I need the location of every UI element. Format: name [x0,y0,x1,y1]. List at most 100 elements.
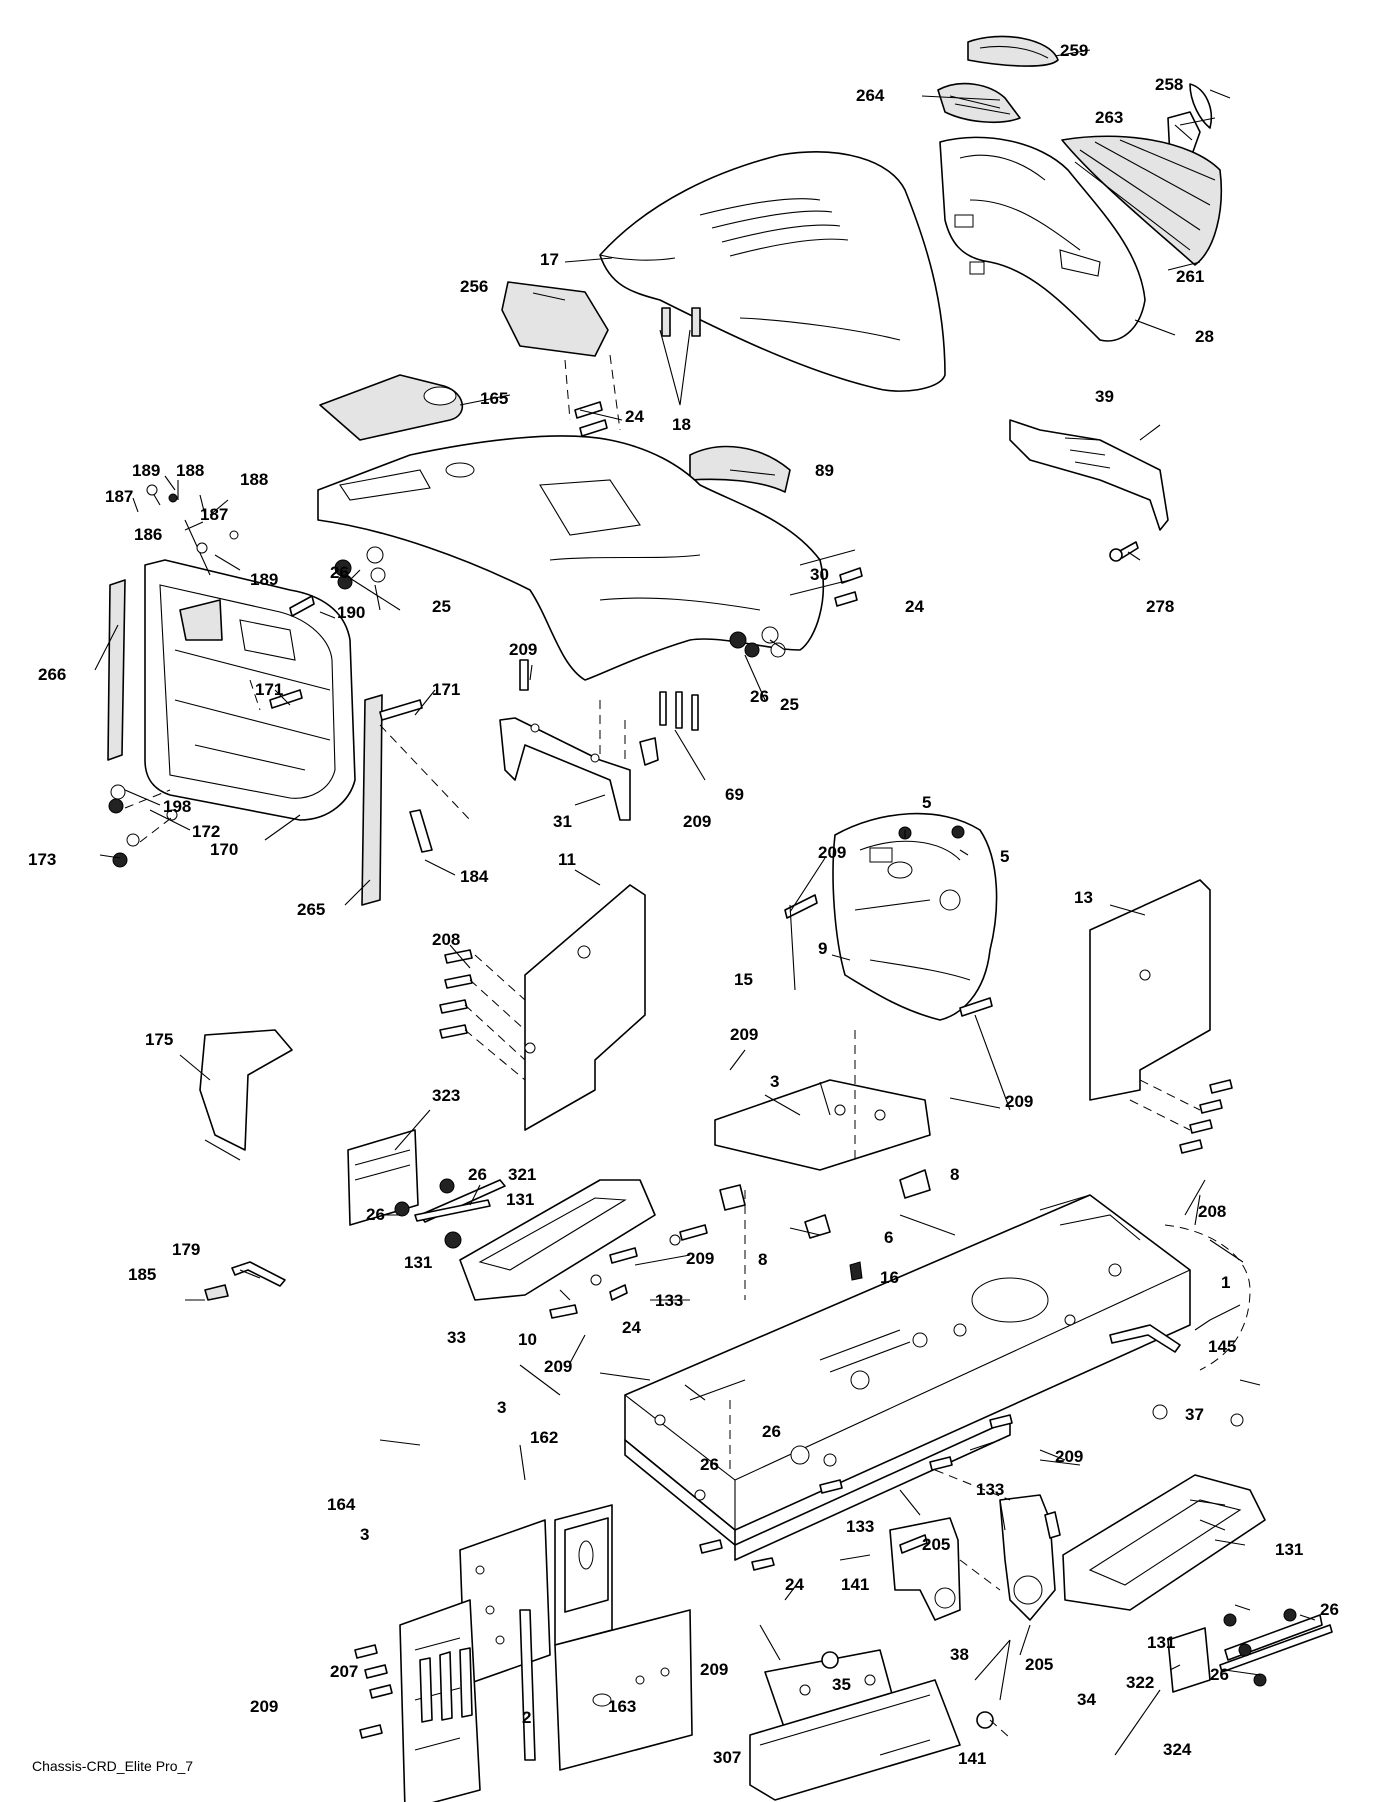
callout: 26 [750,687,769,706]
footrest-left [459,1179,708,1319]
callout: 170 [210,840,238,859]
callout: 266 [38,665,66,684]
callout: 89 [815,461,834,480]
callout: 10 [518,1330,537,1349]
fender-hardware [334,401,863,766]
callout: 24 [905,597,924,616]
front-hardware [354,1644,393,1739]
callout: 188 [240,470,268,489]
callout: 5 [922,793,931,812]
callout: 186 [134,525,162,544]
callout: 162 [530,1428,558,1447]
callout: 39 [1095,387,1114,406]
callout: 26 [366,1205,385,1224]
hood-front-bumper [939,136,1146,342]
callout: 9 [818,939,827,958]
callout: 131 [1275,1540,1303,1559]
cup-holder [319,374,464,441]
air-filter-cover [501,281,609,357]
frame-bolts [590,1234,1061,1571]
headlight-lens [1189,83,1212,129]
callout: 187 [105,487,133,506]
callout: 171 [432,680,460,699]
callout: 141 [958,1749,986,1768]
callout: 189 [132,461,160,480]
callout: 24 [622,1318,641,1337]
dash-linkage [108,484,433,868]
callout: 173 [28,850,56,869]
callout: 189 [250,570,278,589]
callout: 259 [1060,41,1088,60]
diagram-caption: Chassis-CRD_Elite Pro_7 [32,1758,193,1774]
callout: 278 [1146,597,1174,616]
callout: 133 [976,1480,1004,1499]
fender [317,435,824,681]
callout: 187 [200,505,228,524]
callout: 31 [553,812,572,831]
callout: 17 [540,250,559,269]
steering-plate [784,812,998,1021]
callout: 35 [832,1675,851,1694]
callout: 25 [432,597,451,616]
callout: 209 [544,1357,572,1376]
callout: 145 [1208,1337,1236,1356]
callout: 2 [522,1708,531,1727]
callout: 6 [884,1228,893,1247]
shift-rod [204,1199,491,1301]
callout: 8 [758,1250,767,1269]
fender-bracket-rear [499,717,631,821]
hood [599,151,946,392]
heat-shield [347,1129,419,1226]
callout: 38 [950,1645,969,1664]
callout: 179 [172,1240,200,1259]
callout: 15 [734,970,753,989]
callout: 209 [1055,1447,1083,1466]
callout: 208 [432,930,460,949]
dash-trim-left [107,579,126,761]
callout: 263 [1095,108,1123,127]
callout: 26 [1320,1600,1339,1619]
callout: 205 [1025,1655,1053,1674]
callout: 141 [841,1575,869,1594]
dash-trim-right [361,694,383,906]
callout: 13 [1074,888,1093,907]
shaft-and-pins [1109,1324,1244,1427]
callout: 3 [360,1525,369,1544]
callout: 264 [856,86,885,105]
callout: 258 [1155,75,1183,94]
callout: 26 [468,1165,487,1184]
callout: 34 [1077,1690,1096,1709]
callout: 256 [460,277,488,296]
rear-axle-brace [749,1651,994,1801]
callout: 30 [810,565,829,584]
callout: 321 [508,1165,536,1184]
callout: 131 [404,1253,432,1272]
callout: 164 [327,1495,356,1514]
callout: 208 [1198,1202,1226,1221]
callout: 307 [713,1748,741,1767]
callout: 209 [683,812,711,831]
callout: 16 [880,1268,899,1287]
front-plate [554,1609,693,1771]
callout: 33 [447,1328,466,1347]
dash-panel [144,559,356,821]
hood-bracket [1009,419,1169,562]
callout: 133 [655,1291,683,1310]
callout: 198 [163,797,191,816]
callout: 26 [700,1455,719,1474]
callout: 209 [1005,1092,1033,1111]
support-panel-left [439,884,646,1131]
dash-dash-lines [124,679,471,843]
hood-grille [1061,135,1223,266]
callout: 265 [297,900,325,919]
callout: 209 [700,1660,728,1679]
callout: 18 [672,415,691,434]
callout: 69 [725,785,744,804]
callout: 205 [922,1535,950,1554]
hood-top-cover [967,35,1059,67]
front-axle-support [554,1504,613,1646]
callout: 209 [250,1697,278,1716]
callout: 188 [176,461,204,480]
footrest-right [1062,1474,1266,1611]
